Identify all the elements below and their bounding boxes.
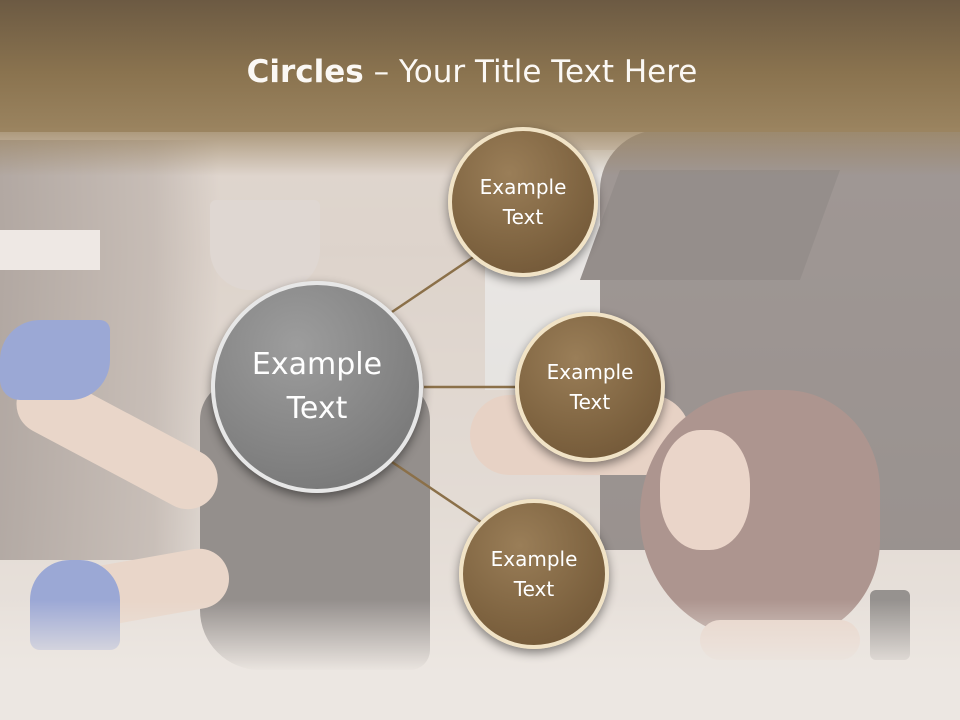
satellite-circle-top[interactable]: Example Text bbox=[448, 127, 598, 277]
connector-line-top bbox=[391, 252, 479, 314]
title-bold-part: Circles bbox=[246, 54, 364, 90]
connector-line-bottom bbox=[391, 460, 485, 526]
satellite-circle-bottom[interactable]: Example Text bbox=[459, 499, 609, 649]
satellite-circle-label: Example Text bbox=[479, 175, 567, 229]
center-circle-label: Example Text bbox=[251, 347, 383, 426]
title-bar bbox=[0, 0, 960, 132]
satellite-circle-middle[interactable]: Example Text bbox=[515, 312, 665, 462]
center-circle[interactable]: Example Text bbox=[211, 281, 423, 493]
title-rest-part: – Your Title Text Here bbox=[363, 54, 698, 90]
slide-title[interactable]: Circles – Your Title Text Here bbox=[0, 54, 944, 90]
satellite-circle-label: Example Text bbox=[490, 547, 578, 601]
satellite-circle-label: Example Text bbox=[546, 360, 634, 414]
